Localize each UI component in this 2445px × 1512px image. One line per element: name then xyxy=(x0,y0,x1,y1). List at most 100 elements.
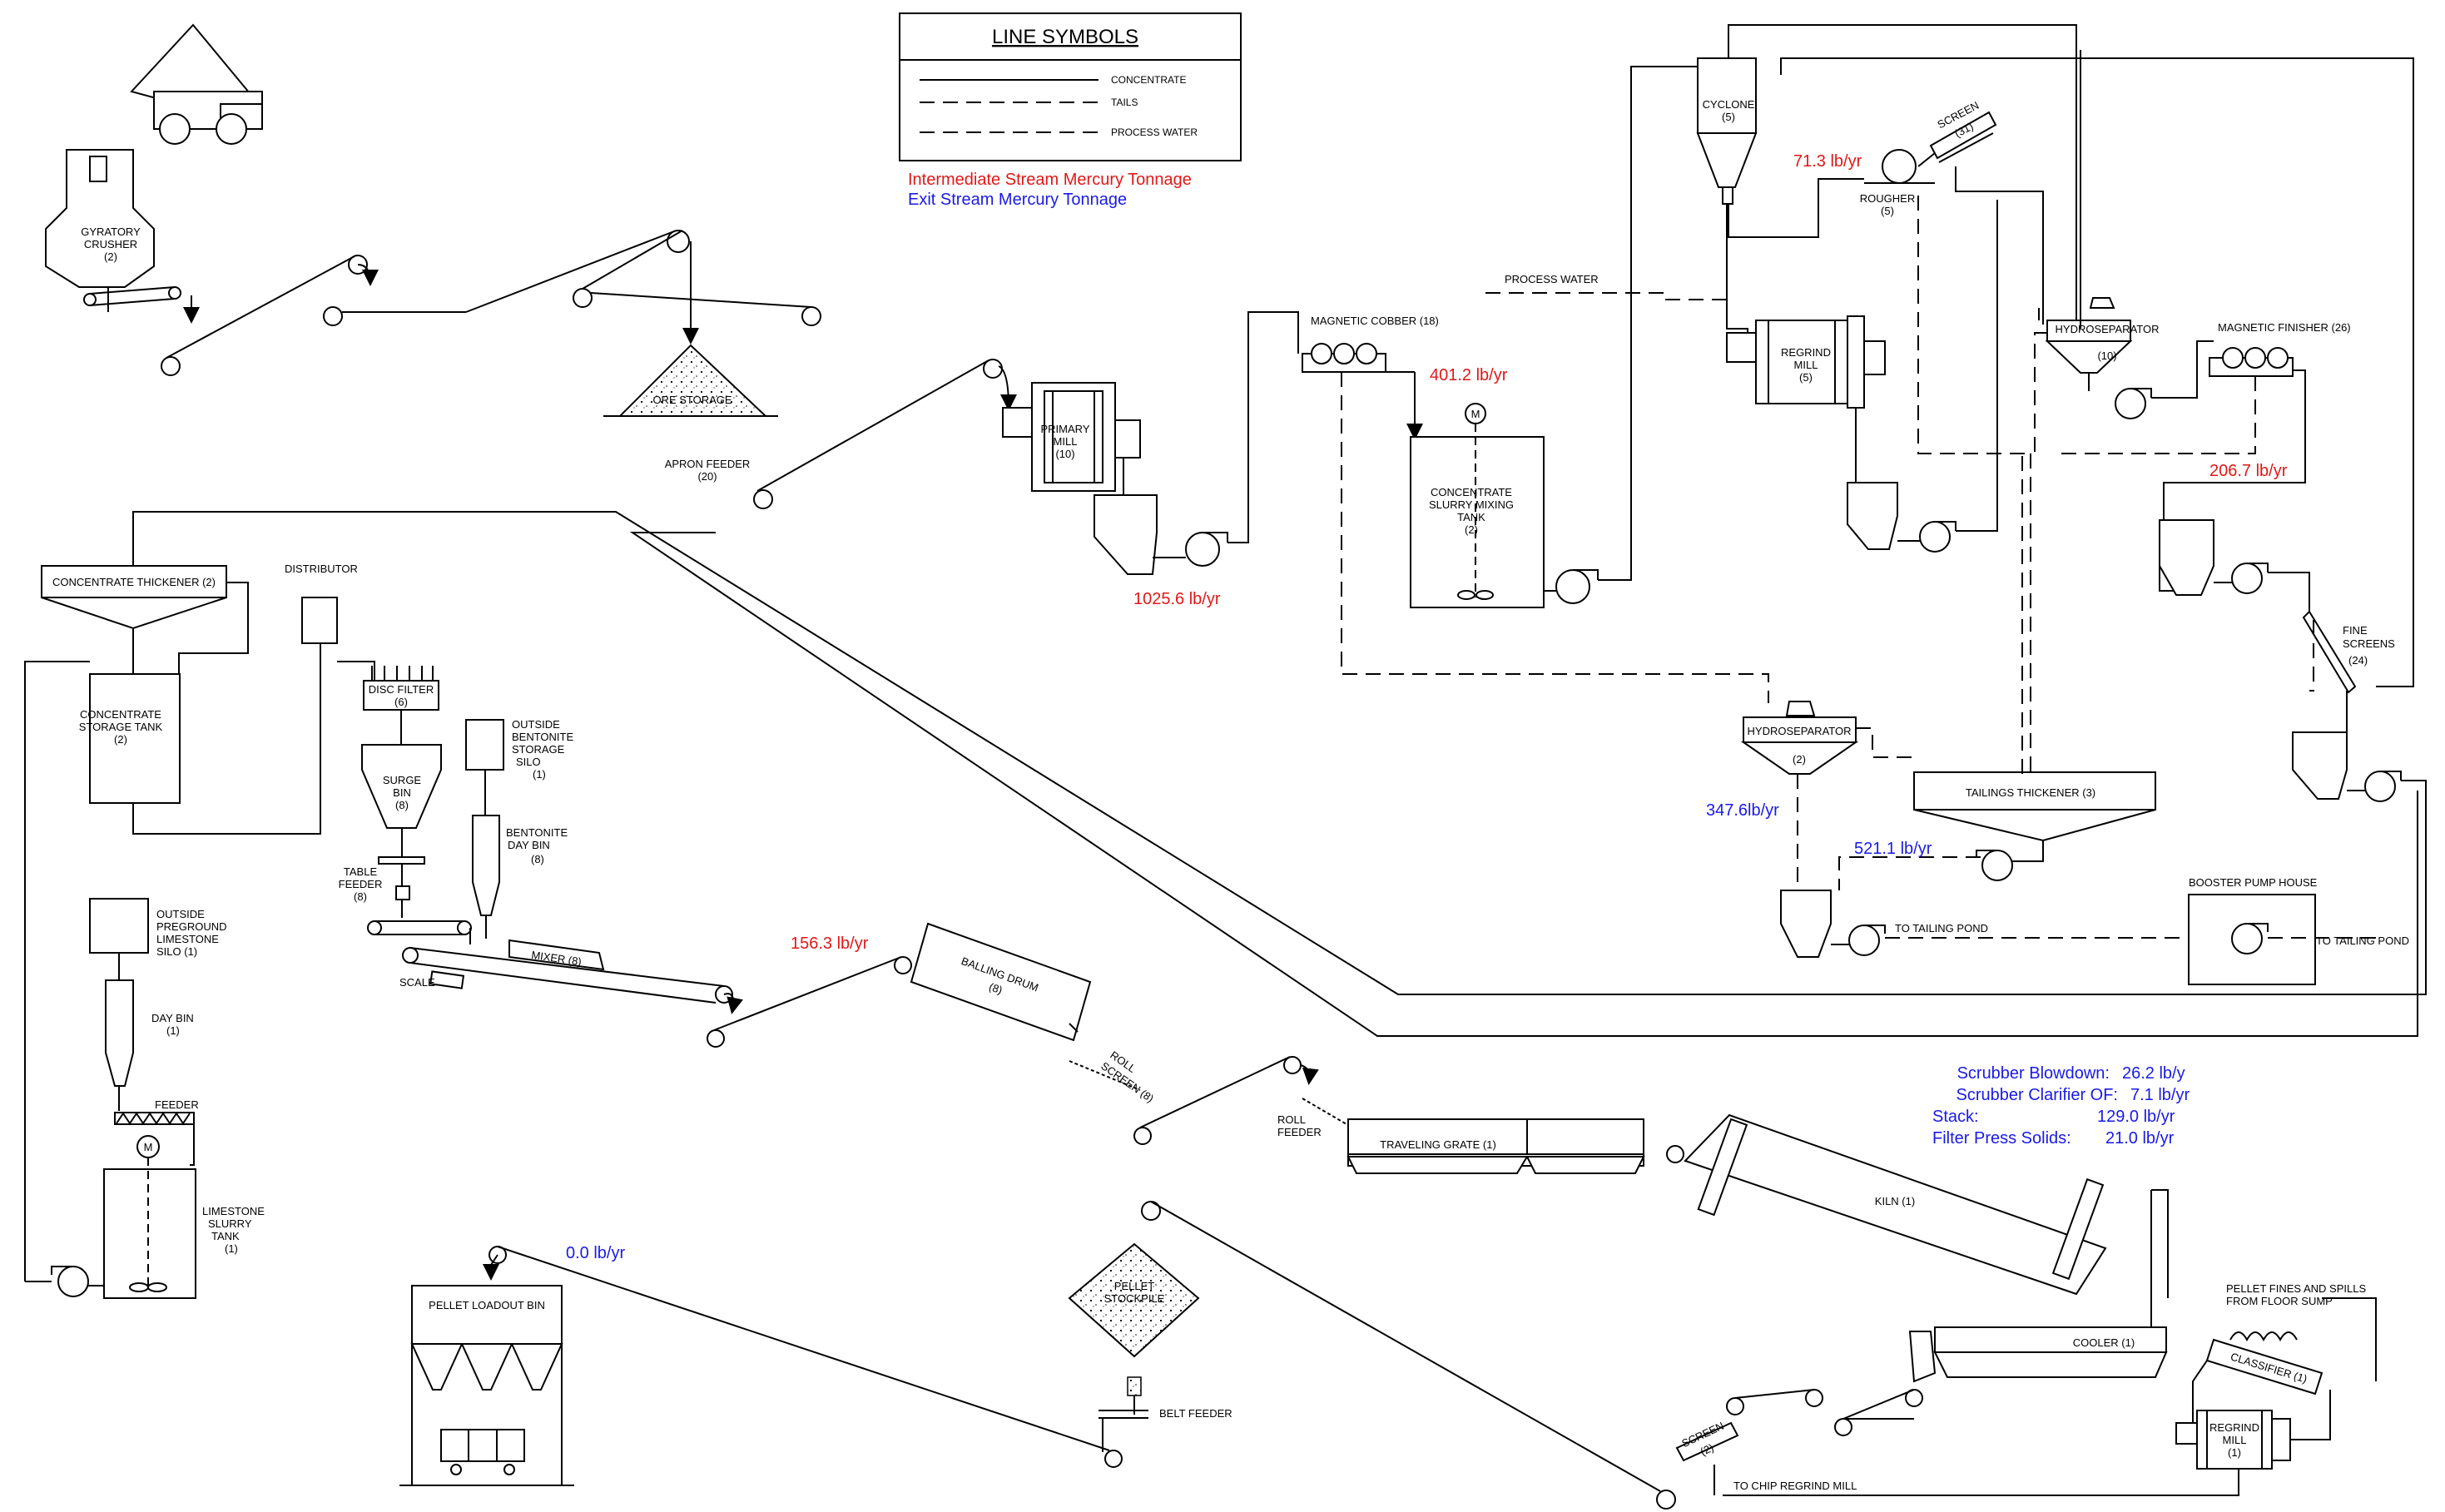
hydroseparator-10: HYDROSEPARATOR (10) xyxy=(2047,298,2159,373)
bentonite-silo-label-1: OUTSIDE xyxy=(512,718,560,731)
conveyor-3 xyxy=(573,231,821,325)
csmt-label-3: TANK xyxy=(1457,511,1485,523)
cooler-conveyor xyxy=(1835,1390,1922,1435)
apron-feeder-label-1: APRON FEEDER xyxy=(665,458,751,470)
scale-conveyor xyxy=(368,921,471,934)
intermediate-note: Intermediate Stream Mercury Tonnage xyxy=(908,171,1192,189)
finisher-sump xyxy=(2160,520,2214,595)
pellet-stockpile-label-2: STOCKPILE xyxy=(1104,1292,1165,1305)
legend-tails: TAILS xyxy=(1111,97,1138,108)
pellet-stockpile-label-1: PELLET xyxy=(1114,1280,1154,1292)
surge-bin-label-3: (8) xyxy=(395,799,409,811)
crusher-label-1: GYRATORY xyxy=(81,226,141,238)
tonnage-tailings: 521.1 lb/yr xyxy=(1854,840,1932,858)
cooler: COOLER (1) xyxy=(1910,1327,2166,1381)
primary-mill: PRIMARY MILL (10) xyxy=(1003,383,1140,491)
limestone-tank-label-2: SLURRY xyxy=(208,1217,252,1230)
surge-bin-label-2: BIN xyxy=(393,786,411,799)
ore-storage-pile: ORE STORAGE xyxy=(603,345,778,416)
day-bin: DAY BIN (1) xyxy=(106,980,194,1086)
primary-mill-label-1: PRIMARY xyxy=(1041,423,1090,435)
cyclone: CYCLONE (5) xyxy=(1698,58,1756,204)
disc-filter-label-1: DISC FILTER xyxy=(369,683,434,696)
magnetic-cobber-label: MAGNETIC COBBER (18) xyxy=(1311,315,1439,327)
limestone-silo-label-4: SILO (1) xyxy=(156,945,197,958)
csmt-label-1: CONCENTRATE xyxy=(1431,486,1512,498)
kiln-label: KILN (1) xyxy=(1875,1195,1915,1207)
magnetic-finisher-label: MAGNETIC FINISHER (26) xyxy=(2218,321,2351,334)
legend-concentrate: CONCENTRATE xyxy=(1111,74,1186,86)
roll-feeder-label-1: ROLL xyxy=(1277,1113,1306,1126)
tonnage-loadout: 0.0 lb/yr xyxy=(566,1244,625,1262)
hs2-label-1: HYDROSEPARATOR xyxy=(1748,725,1852,737)
scrubber-row-1-value: 26.2 lb/y xyxy=(2122,1064,2185,1083)
limestone-feeder: FEEDER xyxy=(115,1098,199,1124)
outside-bentonite-silo: OUTSIDE BENTONITE STORAGE SILO (1) xyxy=(466,718,573,781)
cst-label-3: (2) xyxy=(114,733,127,746)
tonnage-finisher: 206.7 lb/yr xyxy=(2209,462,2288,480)
csmt-label-4: (2) xyxy=(1465,523,1478,536)
tailings-thickener: TAILINGS THICKENER (3) xyxy=(1914,772,2155,840)
day-bin-label-1: DAY BIN xyxy=(151,1012,194,1024)
roll-conveyor xyxy=(1134,1057,1301,1144)
traveling-grate: TRAVELING GRATE (1) xyxy=(1348,1119,1644,1173)
scrubber-row-3-value: 129.0 lb/yr xyxy=(2097,1108,2175,1126)
scrubber-table: Scrubber Blowdown: 26.2 lb/y Scrubber Cl… xyxy=(1932,1064,2190,1148)
haul-truck-icon xyxy=(131,25,262,144)
crusher-label-3: (2) xyxy=(104,250,117,263)
tonnage-cobber: 401.2 lb/yr xyxy=(1430,366,1508,384)
legend: LINE SYMBOLS CONCENTRATE TAILS PROCESS W… xyxy=(900,13,1241,161)
pellet-loadout-label: PELLET LOADOUT BIN xyxy=(429,1299,545,1311)
concentrate-slurry-mixing-tank: M CONCENTRATE SLURRY MIXING TANK (2) xyxy=(1411,404,1544,607)
cooler-label: COOLER (1) xyxy=(2073,1336,2135,1349)
conveyor-4 xyxy=(754,359,1002,508)
bentonite-silo-label-4: SILO xyxy=(516,756,541,768)
concentrate-storage-tank: CONCENTRATE STORAGE TANK (2) xyxy=(79,674,180,803)
cyclone-label-2: (5) xyxy=(1722,111,1735,123)
regrind-sump xyxy=(1847,483,1897,549)
booster-pump-house: BOOSTER PUMP HOUSE xyxy=(2189,876,2318,984)
bentonite-day-bin-label-1: BENTONITE xyxy=(506,826,568,839)
feeder-label: FEEDER xyxy=(155,1098,199,1111)
rougher: ROUGHER (5) xyxy=(1860,150,1935,217)
tonnage-hs2: 347.6lb/yr xyxy=(1706,801,1779,820)
apron-feeder-label-2: (20) xyxy=(697,470,717,483)
pump-tailings xyxy=(1976,850,2012,880)
cyclone-label-1: CYCLONE xyxy=(1703,98,1755,111)
screen-2: SCREEN (2) xyxy=(1677,1420,1738,1460)
table-feeder-label-2: FEEDER xyxy=(339,878,383,890)
magnetic-cobber: MAGNETIC COBBER (18) xyxy=(1302,315,1439,372)
pump-to-pond xyxy=(1849,925,1885,955)
cst-label-1: CONCENTRATE xyxy=(80,708,161,721)
pump-regrind xyxy=(1920,522,1956,552)
scrubber-row-4-label: Filter Press Solids: xyxy=(1932,1129,2071,1148)
roll-feeder-label-2: FEEDER xyxy=(1277,1126,1322,1138)
bentonite-day-bin-label-2: DAY BIN xyxy=(508,839,550,851)
booster-label: BOOSTER PUMP HOUSE xyxy=(2189,876,2318,889)
legend-process-water: PROCESS WATER xyxy=(1111,126,1198,138)
hs2-label-2: (2) xyxy=(1793,753,1806,766)
surge-bin: SURGE BIN (8) xyxy=(362,745,441,828)
tonnage-rougher: 71.3 lb/yr xyxy=(1793,152,1862,171)
fine-screens: FINE SCREENS (24) xyxy=(2304,612,2395,692)
pump-fine-screen xyxy=(2365,771,2401,801)
screen-31: SCREEN (31) xyxy=(1931,99,1996,162)
distributor-label: DISTRIBUTOR xyxy=(285,563,358,575)
bentonite-silo-label-5: (1) xyxy=(533,768,546,781)
hs10-label-2: (10) xyxy=(2097,349,2116,362)
table-feeder-label-1: TABLE xyxy=(344,865,378,878)
traveling-grate-label: TRAVELING GRATE (1) xyxy=(1380,1138,1496,1151)
scrubber-row-2-value: 7.1 lb/yr xyxy=(2130,1086,2190,1104)
scrubber-row-3-label: Stack: xyxy=(1932,1108,1979,1126)
regrind-1-label-2: MILL xyxy=(2223,1434,2247,1446)
pump-slurry xyxy=(1556,570,1598,603)
pump-limestone xyxy=(52,1267,88,1296)
tonnage-balling: 156.3 lb/yr xyxy=(791,934,869,953)
fine-screens-label-3: (24) xyxy=(2348,654,2368,667)
table-feeder-label-3: (8) xyxy=(354,890,367,903)
regrind-5-label-3: (5) xyxy=(1799,371,1813,384)
scrubber-row-1-label: Scrubber Blowdown: xyxy=(1957,1064,2110,1083)
limestone-silo-label-1: OUTSIDE xyxy=(156,908,205,920)
roll-feeder: ROLL FEEDER xyxy=(1277,1098,1352,1138)
